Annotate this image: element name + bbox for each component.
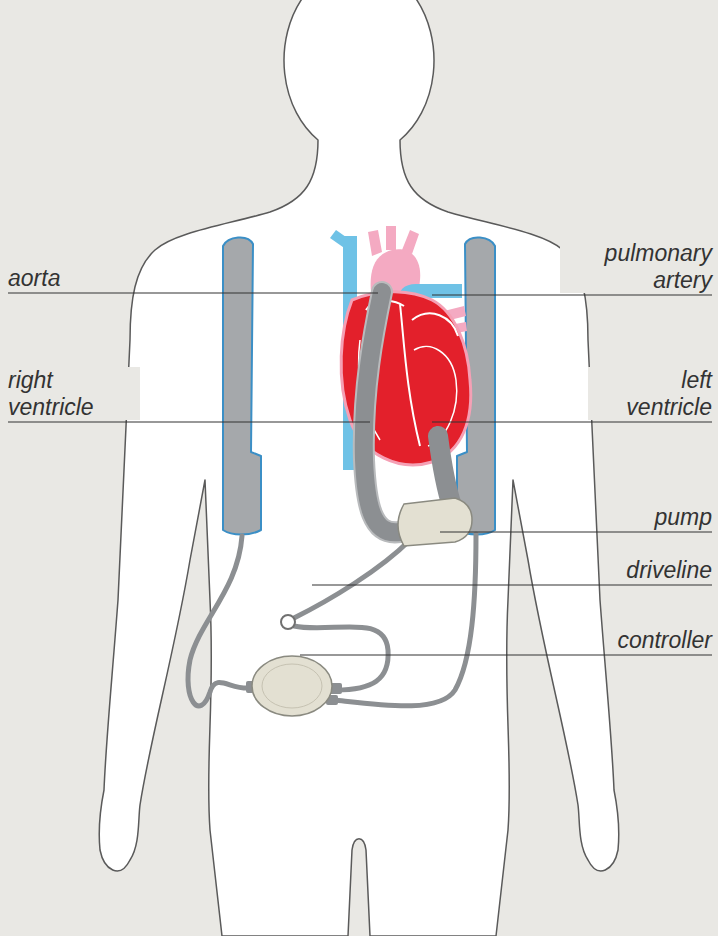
part-label: controller [615, 627, 714, 653]
skin-exit-site [281, 615, 295, 629]
outflow-graft [364, 292, 400, 532]
controller-face [262, 664, 322, 708]
part-label: pulmonary artery [560, 240, 714, 293]
aorta-branches [368, 226, 419, 256]
leader-line [312, 584, 712, 585]
controller-body [252, 656, 332, 716]
inflow-cannula [438, 436, 452, 506]
part-label: right ventricle [6, 367, 140, 420]
leader-line [440, 531, 712, 532]
leader-line [8, 292, 378, 293]
part-label: left ventricle [588, 367, 714, 420]
part-label: driveline [624, 557, 714, 583]
shoulder-straps [223, 237, 495, 534]
leader-line [432, 294, 712, 295]
part-label: aorta [6, 265, 62, 291]
vena-cava-branch [330, 230, 356, 252]
outflow-graft-core [364, 292, 400, 532]
left-cable [188, 536, 250, 706]
part-label: pump [652, 504, 714, 530]
left-strap [223, 237, 261, 534]
body-outline [99, 0, 619, 936]
leader-line [300, 654, 712, 655]
controller [246, 656, 342, 716]
leader-line [432, 421, 712, 422]
leader-lines [8, 293, 712, 655]
leader-line [8, 421, 370, 422]
lvad [281, 292, 472, 690]
pump-body [398, 498, 472, 546]
driveline-cable [294, 540, 410, 618]
right-cable [334, 534, 476, 706]
